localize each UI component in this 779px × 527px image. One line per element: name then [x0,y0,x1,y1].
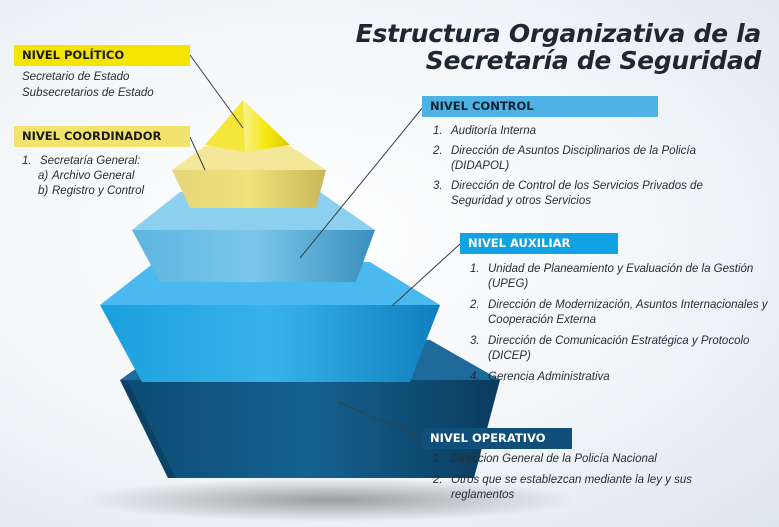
page-title: Estructura Organizativa de la Secretaría… [355,19,762,75]
politico-members: Secretario de Estado Subsecretarios de E… [22,69,154,101]
list-item: 2.Otros que se establezcan mediante la l… [433,474,692,501]
connector-politico [189,54,244,129]
label-nivel-auxiliar: NIVEL AUXILIAR [460,233,618,254]
pyramid-level-politico [205,100,290,152]
connector-control [299,106,424,259]
list-item: 3.Dirección de Control de los Servicios … [433,180,703,207]
list-item: 4.Gerencia Administrativa [470,371,610,383]
label-nivel-operativo: NIVEL OPERATIVO [422,428,572,449]
operativo-list: 1.Direccion General de la Policía Nacion… [433,452,693,509]
control-list: 1.Auditoría Interna 2.Dirección de Asunt… [433,124,753,214]
list-item: 1.Unidad de Planeamiento y Evaluación de… [470,263,754,290]
politico-line: Secretario de Estado [22,71,130,83]
connector-auxiliar [391,243,461,307]
list-item: 1.Direccion General de la Policía Nacion… [433,453,657,465]
list-item: 1.Auditoría Interna [433,125,537,137]
list-subitem: a) Archivo General [38,170,135,182]
politico-line: Subsecretarios de Estado [22,87,154,99]
label-nivel-politico: NIVEL POLÍTICO [14,45,190,66]
list-item: 2.Dirección de Modernización, Asuntos In… [470,299,768,326]
auxiliar-list: 1.Unidad de Planeamiento y Evaluación de… [470,262,770,391]
list-item: 1. Secretaría General: a) Archivo Genera… [22,155,145,197]
label-nivel-coordinador: NIVEL COORDINADOR [14,126,190,147]
list-item: 3.Dirección de Comunicación Estratégica … [470,335,750,362]
list-subitem: b) Registro y Control [38,185,145,197]
pyramid-level-coordinador [172,146,326,208]
coordinador-list: 1. Secretaría General: a) Archivo Genera… [22,154,144,203]
connector-operativo [337,401,424,439]
label-nivel-control: NIVEL CONTROL [422,96,658,117]
pyramid-shadow [80,478,580,522]
connector-coordinador [189,136,206,171]
list-item: 2.Dirección de Asuntos Disciplinarios de… [433,145,697,172]
